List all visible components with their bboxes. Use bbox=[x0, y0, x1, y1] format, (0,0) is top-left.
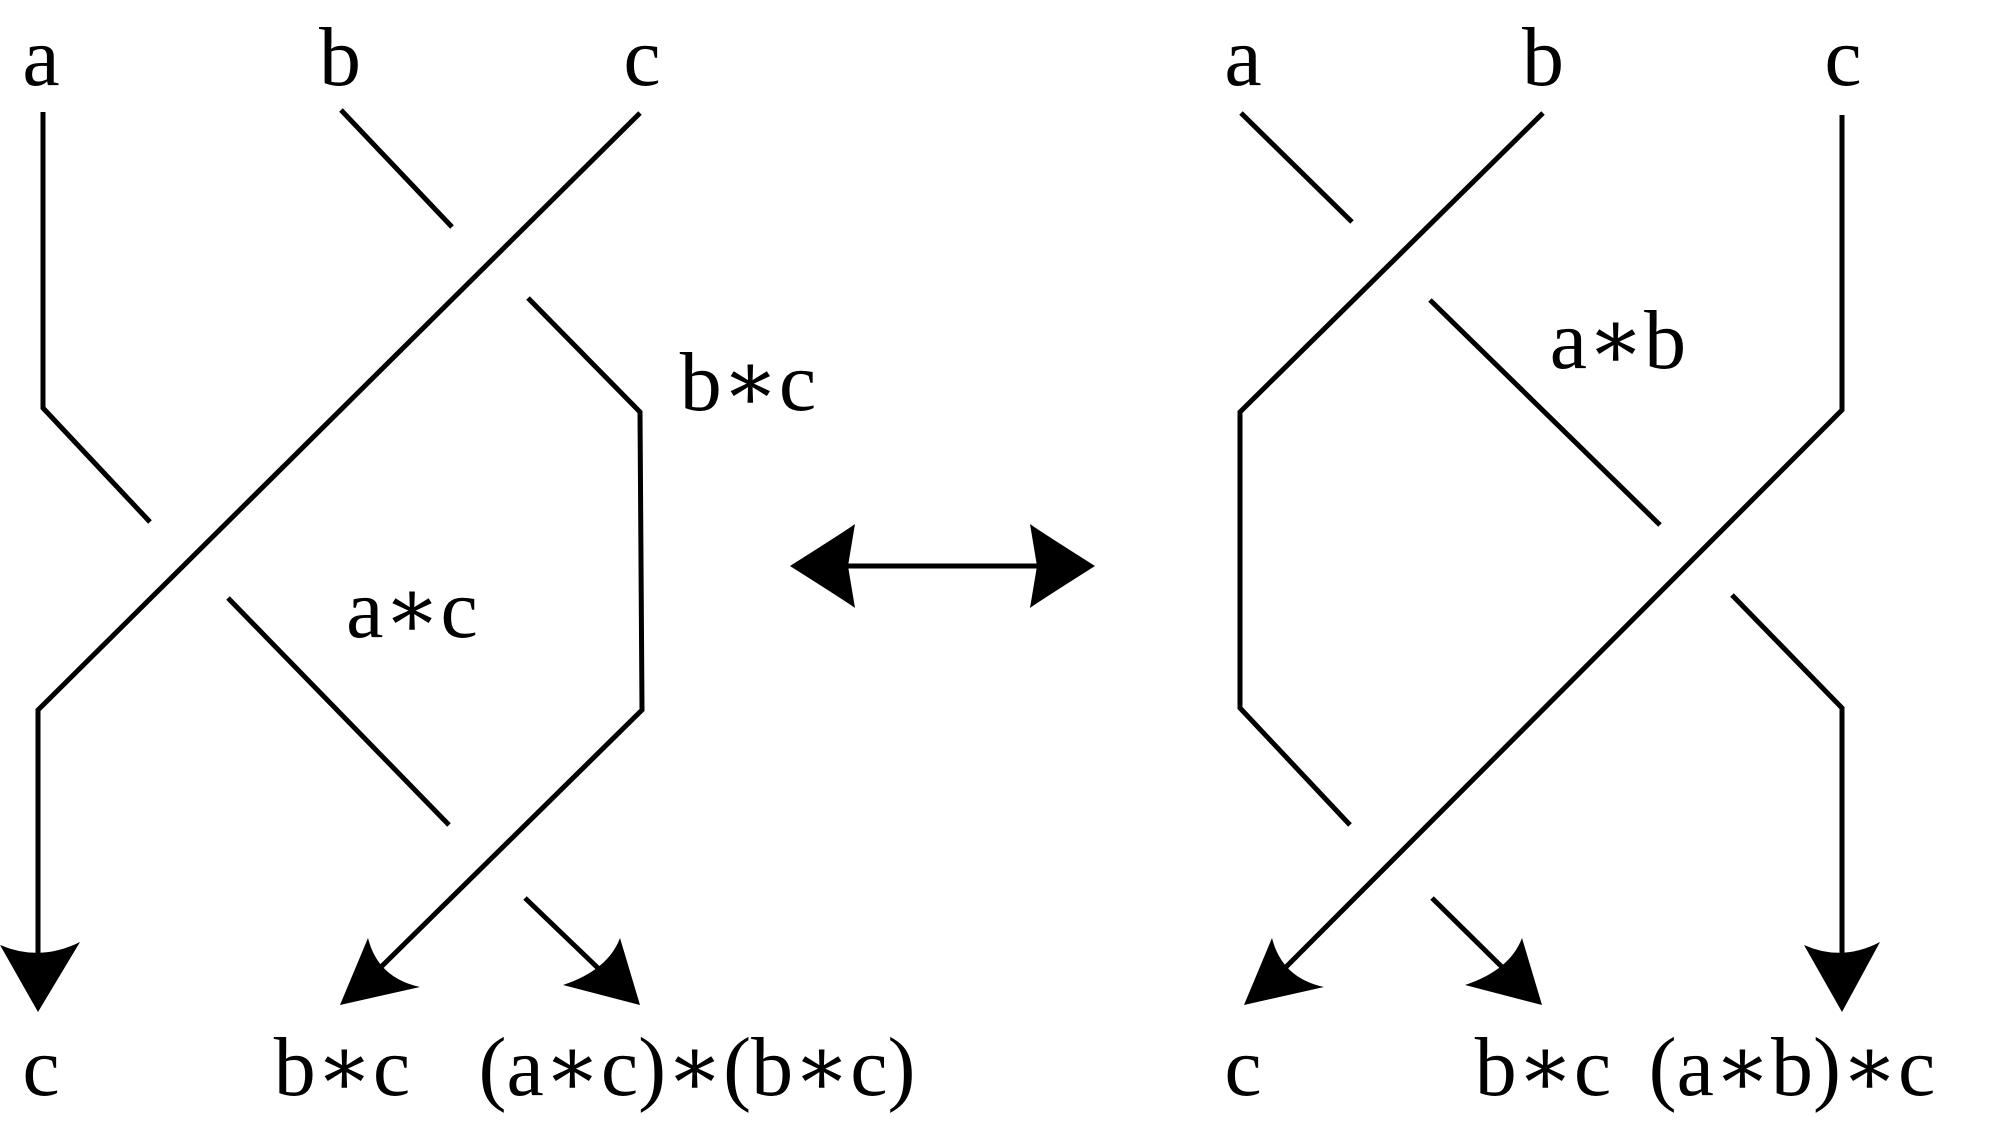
right-bottom-label-1: c bbox=[1224, 1021, 1261, 1114]
right-bottom-label-2: b∗c bbox=[1475, 1021, 1611, 1114]
left-strand-c-arrowhead bbox=[0, 942, 80, 1012]
left-strand-a bbox=[40, 112, 640, 1005]
right-strand-c bbox=[1244, 115, 1845, 1005]
right-strand-c-arrowhead bbox=[1244, 938, 1324, 1005]
left-strand-b-arrowhead bbox=[340, 938, 420, 1005]
right-mid-label-upper: a∗b bbox=[1550, 294, 1686, 387]
right-top-label-b: b bbox=[1522, 11, 1564, 104]
right-bottom-label-3: (a∗b)∗c bbox=[1649, 1021, 1936, 1114]
left-bottom-label-2: b∗c bbox=[274, 1021, 410, 1114]
left-mid-label-lower: a∗c bbox=[346, 563, 478, 656]
double-headed-arrow-icon bbox=[790, 524, 1095, 608]
right-strand-b bbox=[1237, 111, 1545, 1005]
left-strand-c bbox=[0, 111, 642, 1012]
left-top-label-c: c bbox=[623, 11, 660, 104]
right-strand-a-arrowhead bbox=[1804, 942, 1880, 1012]
right-strand-b-arrowhead bbox=[1465, 938, 1542, 1005]
left-strand-b bbox=[339, 108, 645, 1005]
left-top-label-a: a bbox=[22, 11, 59, 104]
right-top-label-c: c bbox=[1824, 11, 1861, 104]
left-mid-label-upper: b∗c bbox=[680, 336, 816, 429]
left-top-label-b: b bbox=[319, 11, 361, 104]
left-braid-diagram: a b c b∗c a∗c c b∗c (a∗c)∗(b∗c) bbox=[0, 11, 916, 1114]
left-bottom-label-3: (a∗c)∗(b∗c) bbox=[478, 1021, 915, 1114]
right-braid-diagram: a b c a∗b c b∗c (a∗b)∗c bbox=[1224, 11, 1935, 1114]
left-bottom-label-1: c bbox=[22, 1021, 59, 1114]
right-strand-a bbox=[1239, 111, 1880, 1012]
right-top-label-a: a bbox=[1224, 11, 1261, 104]
left-strand-a-arrowhead bbox=[563, 938, 640, 1005]
